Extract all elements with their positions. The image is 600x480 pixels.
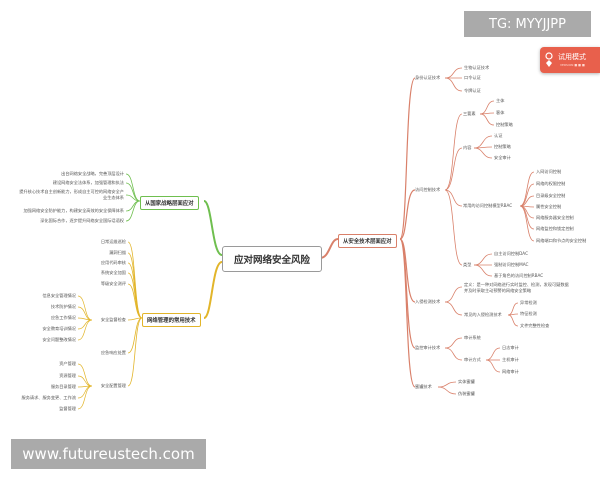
b3-g-label[interactable]: 常见的入侵检测技术 xyxy=(464,312,502,317)
b2-g1-label[interactable]: 三要素 xyxy=(463,111,476,116)
b5-item[interactable]: 实体蜜罐 xyxy=(458,379,475,384)
yellow-item[interactable]: 日常运维巡检 xyxy=(100,239,126,244)
b2-label[interactable]: 访问控制技术 xyxy=(415,187,441,192)
yellow-item[interactable]: 漏洞扫描 xyxy=(109,250,126,255)
b4-g1-label[interactable]: 审计系统 xyxy=(464,335,481,340)
yellow-g1-item[interactable]: 应急工作情况 xyxy=(50,315,76,320)
yellow-g1-item[interactable]: 技术防护情况 xyxy=(50,304,76,309)
yellow-g3-item[interactable]: 服务请求、服务变更、工作流 xyxy=(21,395,76,400)
green-item[interactable]: 建设网络安全法体系，加强管理和执法 xyxy=(52,180,124,185)
b2-g1-item[interactable]: 客体 xyxy=(496,110,505,115)
b2-g4-item[interactable]: 强制访问控制MAC xyxy=(494,262,529,267)
b2-g3-item[interactable]: 网络的权限控制 xyxy=(536,181,566,186)
b1-item[interactable]: 令牌认证 xyxy=(464,88,481,93)
b2-g3-item[interactable]: 网络端口和节点的安全控制 xyxy=(536,238,587,243)
b2-g2-item[interactable]: 认证 xyxy=(494,133,503,138)
b2-g4-label[interactable]: 类型 xyxy=(463,262,472,267)
b4-g2-item[interactable]: 主机审计 xyxy=(502,357,519,362)
yellow-branch-connectors xyxy=(77,241,223,410)
b4-g2-label[interactable]: 审计方式 xyxy=(464,357,481,362)
right-branch-title[interactable]: 从安全技术层面应对 xyxy=(338,234,397,248)
b2-g3-item[interactable]: 网络服务器安全控制 xyxy=(536,215,574,220)
yellow-g1-item[interactable]: 信息安全管理情况 xyxy=(42,293,76,298)
b1-item[interactable]: 口令认证 xyxy=(464,75,481,80)
b5-label[interactable]: 蜜罐技术 xyxy=(415,384,432,389)
yellow-g1-item[interactable]: 安全教育培训情况 xyxy=(42,326,76,331)
telegram-watermark: TG: MYYJJPP xyxy=(464,11,591,37)
b3-g-item[interactable]: 异常检测 xyxy=(520,300,537,305)
trial-mode-badge[interactable]: 试用模式 VERSION ■ ■ ■ xyxy=(540,47,600,73)
b2-g2-item[interactable]: 安全审计 xyxy=(494,155,511,160)
trial-mode-label: 试用模式 xyxy=(558,53,586,61)
yellow-g3-label[interactable]: 安全配置管理 xyxy=(100,383,126,388)
green-item[interactable]: 深化国际合作，逐步提升网络安全国际话语权 xyxy=(40,218,124,223)
yellow-item[interactable]: 系统安全加固 xyxy=(100,270,126,275)
green-item[interactable]: 出台网络安全战略，完善顶层设计 xyxy=(61,171,124,176)
central-topic[interactable]: 应对网络安全风险 xyxy=(222,246,322,272)
yellow-item[interactable]: 应用代码审核 xyxy=(100,260,126,265)
b2-g3-label[interactable]: 常用的访问控制模型RBAC xyxy=(463,203,513,208)
b2-g1-item[interactable]: 主体 xyxy=(496,98,505,103)
green-item-continued[interactable]: 业生态体系 xyxy=(103,195,124,200)
b2-g2-item[interactable]: 控制策略 xyxy=(494,144,511,149)
yellow-g2-label[interactable]: 应急响应处置 xyxy=(100,350,126,355)
b1-item[interactable]: 生物认证技术 xyxy=(464,65,490,70)
b2-g3-item[interactable]: 网络监控和锁定控制 xyxy=(536,226,574,231)
trial-mode-sub: VERSION ■ ■ ■ xyxy=(560,63,585,67)
b1-label[interactable]: 身份认证技术 xyxy=(415,75,441,80)
yellow-g1-item[interactable]: 安全问题整改情况 xyxy=(42,337,76,342)
yellow-g3-item[interactable]: 资源管理 xyxy=(59,373,76,378)
green-branch-title[interactable]: 从国家战略层面应对 xyxy=(140,196,199,210)
b3-g-item[interactable]: 特征检测 xyxy=(520,311,537,316)
yellow-g1-label[interactable]: 安全监督检查 xyxy=(100,317,126,322)
b2-g2-label[interactable]: 内容 xyxy=(463,145,472,150)
b2-g4-item[interactable]: 自主访问控制DAC xyxy=(494,251,528,256)
b5-item[interactable]: 伪装蜜罐 xyxy=(458,391,475,396)
yellow-g3-item[interactable]: 服务目录管理 xyxy=(50,384,76,389)
b2-g3-item[interactable]: 属性安全控制 xyxy=(536,204,562,209)
b3-g-item[interactable]: 文件完整性检查 xyxy=(520,323,550,328)
b3-label[interactable]: 入侵检测技术 xyxy=(415,299,441,304)
green-branch-connectors xyxy=(125,173,223,256)
b2-g4-item[interactable]: 基于角色的访问控制RBAC xyxy=(494,273,544,278)
logo-mark-icon xyxy=(545,52,553,67)
b3-definition-line2[interactable]: 并及时采取主动预警的网络安全策略 xyxy=(464,288,532,293)
site-watermark: www.futureustech.com xyxy=(11,439,206,469)
yellow-g3-item[interactable]: 资产管理 xyxy=(59,361,76,366)
b2-g3-item[interactable]: 入网访问控制 xyxy=(536,169,562,174)
b4-g2-item[interactable]: 日志审计 xyxy=(502,345,519,350)
b4-label[interactable]: 监控审计技术 xyxy=(415,345,441,350)
yellow-item[interactable]: 等级安全测评 xyxy=(100,281,126,286)
b2-g3-item[interactable]: 目录级安全控制 xyxy=(536,193,566,198)
green-item[interactable]: 加强网络安全防护能力，构建安全高效的安全保障体系 xyxy=(23,208,124,213)
yellow-branch-title[interactable]: 网络管理的常用技术 xyxy=(142,313,201,327)
b2-g1-item[interactable]: 控制策略 xyxy=(496,122,513,127)
right-branch-connectors xyxy=(319,67,535,395)
yellow-g3-item[interactable]: 监督管理 xyxy=(59,406,76,411)
green-item[interactable]: 提升核心技术自主创新能力，形成自主可控的网络安全产 xyxy=(19,189,124,194)
b3-definition-line1[interactable]: 定义：是一种对网络进行实时监控、检测，发现可疑数据 xyxy=(464,282,569,287)
b4-g2-item[interactable]: 网络审计 xyxy=(502,369,519,374)
